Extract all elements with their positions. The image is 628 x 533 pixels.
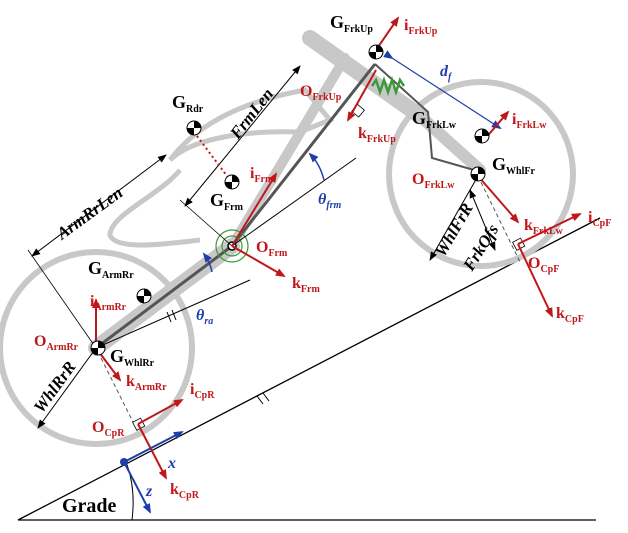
k-frklw-vector xyxy=(477,175,520,224)
com-whlrr-icon xyxy=(90,340,106,356)
label-i-frklw: iFrkLw xyxy=(512,111,547,131)
i-frm-vector xyxy=(231,172,278,247)
theta-frm-arc xyxy=(308,152,325,181)
label-i-cpf: iCpF xyxy=(588,209,611,229)
label-g-frm: GFrm xyxy=(210,190,244,213)
k-frkup-vector xyxy=(347,69,377,122)
dim-ext-2 xyxy=(27,249,97,349)
label-x-axis: x xyxy=(167,455,176,472)
i-cpf-vector xyxy=(517,213,582,245)
rear-contact-projection xyxy=(97,351,139,433)
label-theta-frm: θfrm xyxy=(318,191,342,211)
label-k-frm: kFrm xyxy=(292,275,320,295)
whl-rr-r-dimension xyxy=(37,347,97,429)
label-grade: Grade xyxy=(62,495,117,517)
com-armrr-icon xyxy=(136,288,152,304)
theta-ra-arc xyxy=(202,252,213,273)
frm-len-dimension xyxy=(184,65,301,207)
grade-break-mark-1 xyxy=(256,395,264,405)
label-o-cpr: OCpR xyxy=(92,419,125,439)
arm-break-mark-1 xyxy=(166,311,172,323)
grade-origin-point xyxy=(120,458,128,466)
label-g-whlrr: GWhlRr xyxy=(110,346,155,369)
k-cpf-vector xyxy=(517,243,553,318)
d-f-dimension xyxy=(383,50,502,130)
label-g-frkup: GFrkUp xyxy=(330,12,373,35)
label-k-cpr: kCpR xyxy=(170,481,200,501)
label-o-frklw: OFrkLw xyxy=(412,171,455,191)
theta-ra-reference-line xyxy=(95,279,251,349)
label-o-armrr: OArmRr xyxy=(34,333,79,353)
label-k-frklw: kFrkLw xyxy=(524,217,564,237)
grade-angle-arc xyxy=(125,461,134,521)
frame-lower-outline xyxy=(107,168,201,248)
label-i-frm: iFrm xyxy=(250,165,274,185)
label-g-frklw: GFrkLw xyxy=(412,108,457,131)
label-g-whlfr: GWhlFr xyxy=(492,154,535,177)
i-cpr-vector xyxy=(137,399,184,425)
com-rdr-icon xyxy=(186,120,202,136)
frk-ofs-dimension xyxy=(469,189,496,251)
label-g-rdr: GRdr xyxy=(172,92,204,115)
com-frkup-icon xyxy=(368,44,384,60)
grade-line xyxy=(17,217,601,521)
dim-ext-1 xyxy=(179,199,233,247)
arm-break-mark-2 xyxy=(171,309,177,321)
arm-rr-len-dimension xyxy=(31,154,167,257)
rider-dotted-line xyxy=(193,131,231,181)
label-whl-rr-r: WhlRrR xyxy=(30,358,80,417)
front-contact-projection xyxy=(477,175,521,263)
com-whlfr-icon xyxy=(470,166,486,182)
label-o-frm: OFrm xyxy=(256,239,288,259)
label-i-armrr: iArmRr xyxy=(90,293,127,313)
x-axis-arrow xyxy=(123,431,184,463)
label-z-axis: z xyxy=(145,483,153,500)
com-frklw-icon xyxy=(474,128,490,144)
frame-centerline xyxy=(230,63,377,247)
label-i-cpr: iCpR xyxy=(190,381,215,401)
label-o-frkup: OFrkUp xyxy=(300,83,342,103)
label-d-f: df xyxy=(440,63,453,83)
grade-break-mark-2 xyxy=(262,392,270,402)
k-cpr-vector xyxy=(137,423,167,480)
k-frm-vector xyxy=(231,245,286,277)
label-g-armrr: GArmRr xyxy=(88,258,134,281)
label-arm-rr-len: ArmRrLen xyxy=(52,183,126,244)
label-i-frkup: iFrkUp xyxy=(404,17,438,37)
label-theta-ra: θra xyxy=(196,307,213,327)
frame-pivot-outer xyxy=(215,229,249,263)
com-frm-icon xyxy=(224,174,240,190)
label-k-armrr: kArmRr xyxy=(126,373,167,393)
label-k-frkup: kFrkUp xyxy=(358,125,396,145)
z-axis-arrow xyxy=(123,461,151,514)
label-o-cpf: OCpF xyxy=(528,255,559,275)
label-k-cpf: kCpF xyxy=(556,305,584,325)
frame-pivot-inner xyxy=(221,235,243,257)
i-frkup-vector xyxy=(375,16,400,51)
